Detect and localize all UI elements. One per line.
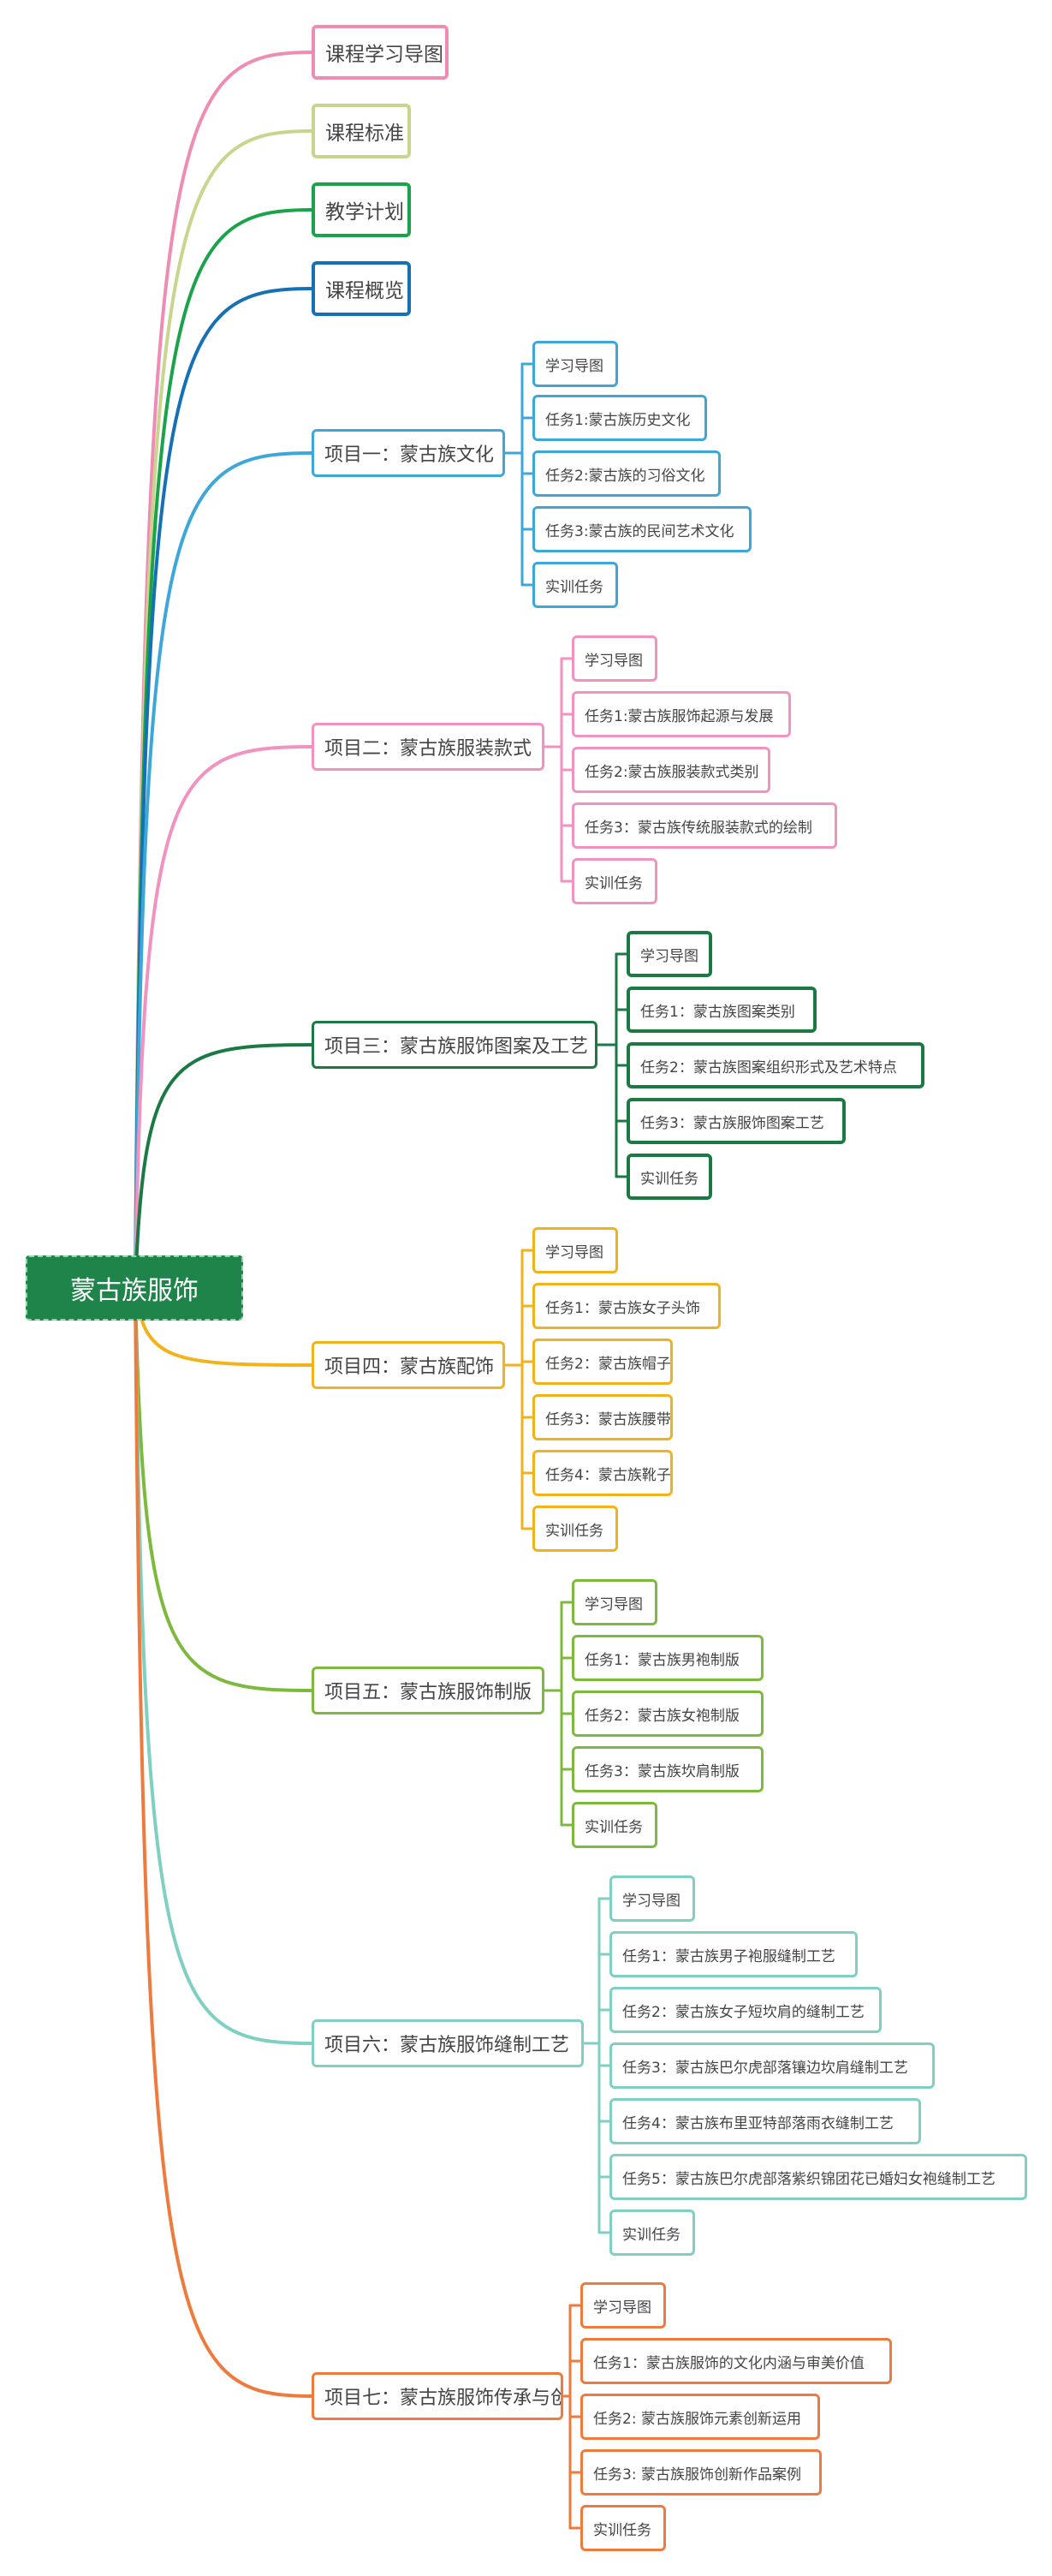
task-node[interactable]: 学习导图 xyxy=(580,2282,666,2329)
task-node[interactable]: 任务3: 蒙古族服饰创新作品案例 xyxy=(580,2449,822,2496)
task-node[interactable]: 学习导图 xyxy=(532,1227,618,1273)
task-node[interactable]: 任务1：蒙古族服饰的文化内涵与审美价值 xyxy=(580,2338,892,2384)
task-node[interactable]: 任务2：蒙古族女子短坎肩的缝制工艺 xyxy=(609,1987,882,2033)
branch-project-6 xyxy=(134,1286,313,2045)
task-node[interactable]: 实训任务 xyxy=(532,1506,618,1552)
branch-top-1 xyxy=(134,129,313,1290)
node-teaching-plan[interactable]: 教学计划 xyxy=(312,182,411,237)
project-node-3[interactable]: 项目三：蒙古族服饰图案及工艺 xyxy=(312,1021,597,1069)
task-node[interactable]: 实训任务 xyxy=(572,858,657,904)
branch-project-3 xyxy=(134,1043,313,1290)
task-node[interactable]: 实训任务 xyxy=(580,2505,666,2551)
project-node-5[interactable]: 项目五：蒙古族服饰制版 xyxy=(312,1667,544,1714)
task-node[interactable]: 任务2：蒙古族帽子 xyxy=(532,1339,673,1385)
task-node[interactable]: 实训任务 xyxy=(627,1154,712,1200)
task-node[interactable]: 学习导图 xyxy=(627,931,712,977)
project-node-1[interactable]: 项目一：蒙古族文化 xyxy=(312,429,505,477)
task-node[interactable]: 任务1：蒙古族图案类别 xyxy=(627,987,817,1033)
task-node[interactable]: 实训任务 xyxy=(609,2209,695,2256)
project-node-2[interactable]: 项目二：蒙古族服装款式 xyxy=(312,723,544,771)
node-course-mindmap[interactable]: 课程学习导图 xyxy=(312,25,449,80)
branch-project-7 xyxy=(134,1286,313,2398)
task-node[interactable]: 任务2:蒙古族服装款式类别 xyxy=(572,747,770,793)
task-node[interactable]: 任务1：蒙古族男子袍服缝制工艺 xyxy=(609,1931,858,1977)
task-node[interactable]: 学习导图 xyxy=(572,1579,657,1625)
branch-project-5 xyxy=(134,1286,313,1692)
task-node[interactable]: 任务3：蒙古族服饰图案工艺 xyxy=(627,1098,846,1144)
task-node[interactable]: 学习导图 xyxy=(609,1875,695,1922)
task-node[interactable]: 任务3：蒙古族腰带 xyxy=(532,1394,673,1440)
task-node[interactable]: 任务2：蒙古族女袍制版 xyxy=(572,1690,764,1737)
task-node[interactable]: 任务5：蒙古族巴尔虎部落紫织锦团花已婚妇女袍缝制工艺 xyxy=(609,2154,1027,2200)
branch-project-2 xyxy=(134,745,313,1290)
task-node[interactable]: 任务3:蒙古族的民间艺术文化 xyxy=(532,506,752,552)
task-node[interactable]: 任务3：蒙古族巴尔虎部落镶边坎肩缝制工艺 xyxy=(609,2042,935,2089)
task-node[interactable]: 任务1:蒙古族服饰起源与发展 xyxy=(572,691,791,737)
task-node[interactable]: 任务2:蒙古族的习俗文化 xyxy=(532,450,721,497)
task-node[interactable]: 实训任务 xyxy=(532,562,618,608)
task-node[interactable]: 学习导图 xyxy=(572,635,657,682)
task-node[interactable]: 任务1：蒙古族女子头饰 xyxy=(532,1283,721,1329)
node-course-standard[interactable]: 课程标准 xyxy=(312,104,411,158)
task-node[interactable]: 学习导图 xyxy=(532,341,618,387)
branch-top-3 xyxy=(134,287,313,1290)
project-node-6[interactable]: 项目六：蒙古族服饰缝制工艺 xyxy=(312,2019,584,2067)
project-node-7[interactable]: 项目七：蒙古族服饰传承与创新 xyxy=(312,2372,563,2420)
task-node[interactable]: 任务4：蒙古族靴子 xyxy=(532,1450,673,1496)
task-node[interactable]: 任务1：蒙古族男袍制版 xyxy=(572,1635,764,1681)
task-node[interactable]: 任务3：蒙古族传统服装款式的绘制 xyxy=(572,802,837,849)
task-node[interactable]: 任务1:蒙古族历史文化 xyxy=(532,395,707,441)
task-node[interactable]: 任务2: 蒙古族服饰元素创新运用 xyxy=(580,2394,820,2440)
task-node[interactable]: 任务2：蒙古族图案组织形式及艺术特点 xyxy=(627,1042,924,1088)
root-node[interactable]: 蒙古族服饰 xyxy=(26,1255,243,1321)
branch-project-1 xyxy=(134,451,313,1290)
task-node[interactable]: 任务4：蒙古族布里亚特部落雨衣缝制工艺 xyxy=(609,2098,921,2144)
task-node[interactable]: 实训任务 xyxy=(572,1802,657,1848)
task-node[interactable]: 任务3：蒙古族坎肩制版 xyxy=(572,1746,764,1792)
project-node-4[interactable]: 项目四：蒙古族配饰 xyxy=(312,1341,505,1389)
node-course-overview[interactable]: 课程概览 xyxy=(312,261,411,316)
